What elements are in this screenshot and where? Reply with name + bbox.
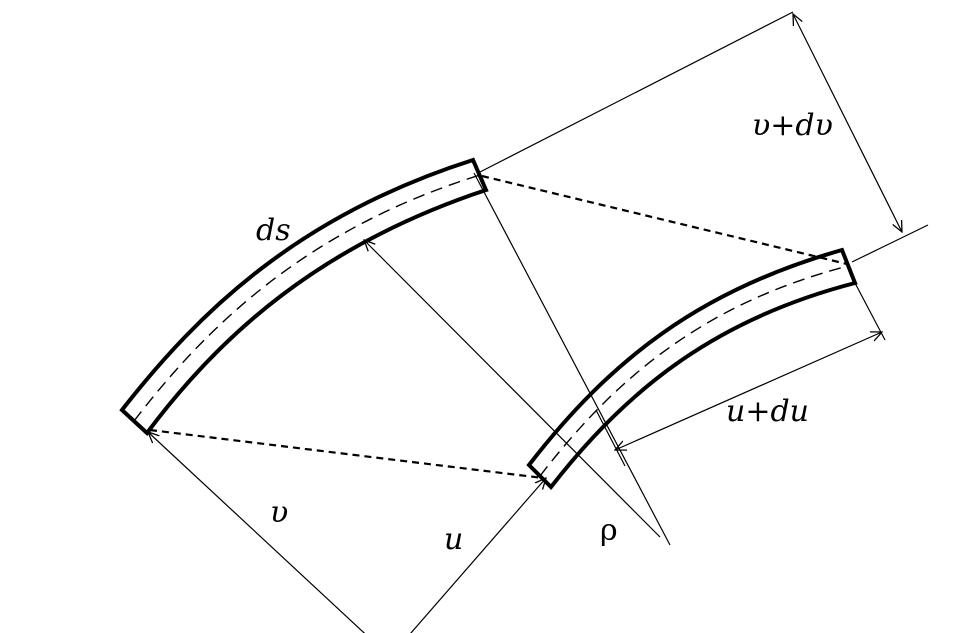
radius-line-to-ds [364,240,661,538]
small-element-centerline [539,265,849,477]
radial-line-rho [473,172,671,546]
dimension-u-plus-du [615,332,882,450]
small-curved-element [526,247,858,491]
dimension-u [390,478,546,633]
large-element-outline [119,157,489,436]
dimension-v [148,432,390,633]
dashed-connector-upper [481,174,848,266]
label-u: u [444,522,463,557]
extension-line-u-du-left [595,409,626,467]
extension-line-lower [851,224,929,263]
label-v: υ [270,495,288,530]
label-u-plus-du: u+du [726,394,809,429]
dimension-v-plus-dv [793,14,902,232]
dashed-connector-lower [149,428,544,480]
extension-line-upper [479,11,794,173]
label-v-plus-dv: υ+dυ [752,108,833,143]
small-element-outline [526,247,858,491]
large-element-centerline [133,174,481,422]
large-curved-element [119,157,489,436]
label-rho: ρ [600,513,618,548]
extension-line-u-du-right [854,282,886,341]
label-ds: ds [256,213,291,248]
